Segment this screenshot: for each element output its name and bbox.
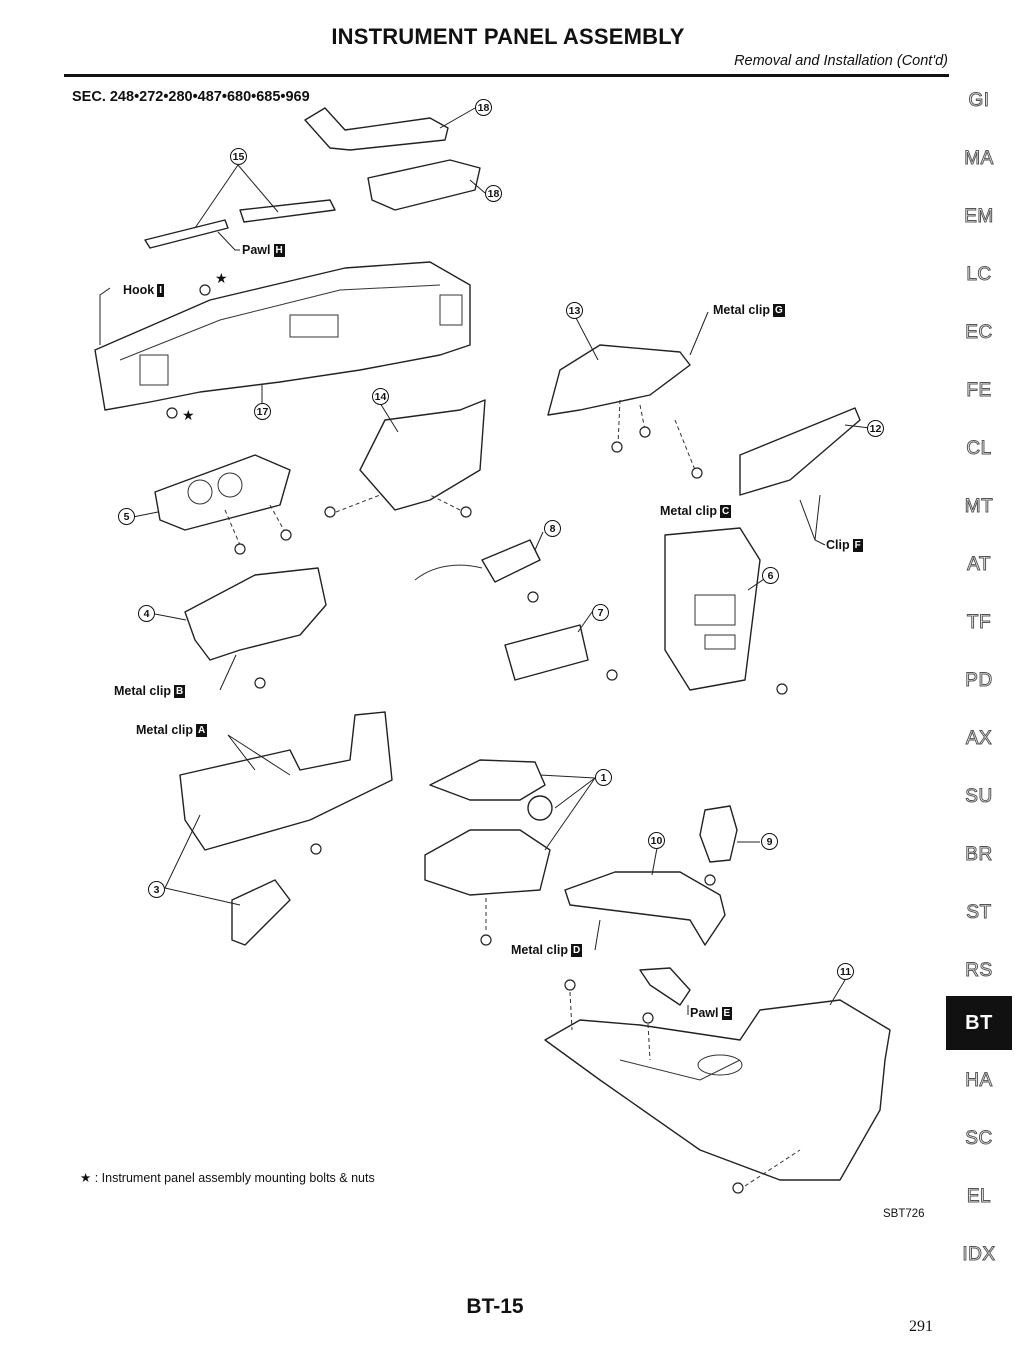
defroster-grille-drawing (144, 199, 336, 249)
cluster-lid-drawing (184, 567, 327, 661)
tab-rs[interactable]: RS (965, 960, 993, 982)
tab-tf[interactable]: TF (966, 612, 992, 634)
callout-18-upper: 18 (475, 99, 492, 116)
console-finisher-drawing (564, 871, 726, 946)
page-title: INSTRUMENT PANEL ASSEMBLY (331, 24, 685, 49)
callout-10: 10 (648, 832, 665, 849)
tab-ec[interactable]: EC (965, 322, 993, 344)
tab-br[interactable]: BR (965, 844, 993, 866)
page-code: BT-15 (466, 1295, 524, 1318)
tab-pd[interactable]: PD (965, 670, 993, 692)
lower-cover-drawing (359, 344, 861, 511)
tab-mt[interactable]: MT (964, 496, 994, 518)
heater-control-drawing (414, 539, 541, 583)
cup-holder-drawing (699, 805, 738, 863)
star-marker: ★ (182, 407, 195, 423)
callout-3: 3 (148, 881, 165, 898)
tab-gi[interactable]: GI (968, 90, 990, 112)
tab-at[interactable]: AT (967, 554, 991, 576)
callout-17: 17 (254, 403, 271, 420)
callout-4: 4 (138, 605, 155, 622)
callout-1: 1 (595, 769, 612, 786)
callout-6: 6 (762, 567, 779, 584)
tab-fe[interactable]: FE (966, 380, 992, 402)
callout-15: 15 (230, 148, 247, 165)
console-lid-drawing (639, 967, 691, 1006)
callout-14: 14 (372, 388, 389, 405)
tab-su[interactable]: SU (965, 786, 993, 808)
tab-el[interactable]: EL (966, 1186, 992, 1208)
callout-12: 12 (867, 420, 884, 437)
tab-idx[interactable]: IDX (962, 1244, 996, 1266)
instrument-panel-drawing (94, 261, 471, 411)
callout-18-lower: 18 (485, 185, 502, 202)
center-console-drawing (544, 999, 891, 1181)
tab-lc[interactable]: LC (966, 264, 992, 286)
page-number: 291 (909, 1318, 933, 1335)
callout-13: 13 (566, 302, 583, 319)
page-subtitle: Removal and Installation (Cont'd) (734, 53, 948, 69)
side-duct-drawing (304, 107, 481, 211)
tab-st[interactable]: ST (966, 902, 992, 924)
tab-em[interactable]: EM (964, 206, 994, 228)
section-codes: SEC. 248•272•280•487•680•685•969 (72, 89, 310, 105)
lower-instrument-panel-drawing (179, 711, 393, 946)
steering-column-cover-drawing (424, 759, 553, 896)
tab-bt[interactable]: BT (946, 996, 1012, 1050)
figure-code: SBT726 (883, 1208, 925, 1220)
callout-8: 8 (544, 520, 561, 537)
center-panel-drawing (664, 527, 761, 691)
tab-cl[interactable]: CL (966, 438, 992, 460)
legend-star: ★ (80, 1171, 92, 1185)
callout-7: 7 (592, 604, 609, 621)
combination-meter-drawing (154, 454, 291, 531)
tab-ha[interactable]: HA (965, 1070, 993, 1092)
audio-unit-drawing (504, 624, 589, 681)
tab-ma[interactable]: MA (964, 148, 994, 170)
header-rule (64, 74, 949, 77)
callout-11: 11 (837, 963, 854, 980)
star-marker: ★ (215, 270, 228, 286)
legend: ★ : Instrument panel assembly mounting b… (80, 1170, 375, 1185)
tab-sc[interactable]: SC (965, 1128, 993, 1150)
callout-9: 9 (761, 833, 778, 850)
legend-text: : Instrument panel assembly mounting bol… (94, 1171, 375, 1185)
tab-ax[interactable]: AX (965, 728, 993, 750)
callout-5: 5 (118, 508, 135, 525)
